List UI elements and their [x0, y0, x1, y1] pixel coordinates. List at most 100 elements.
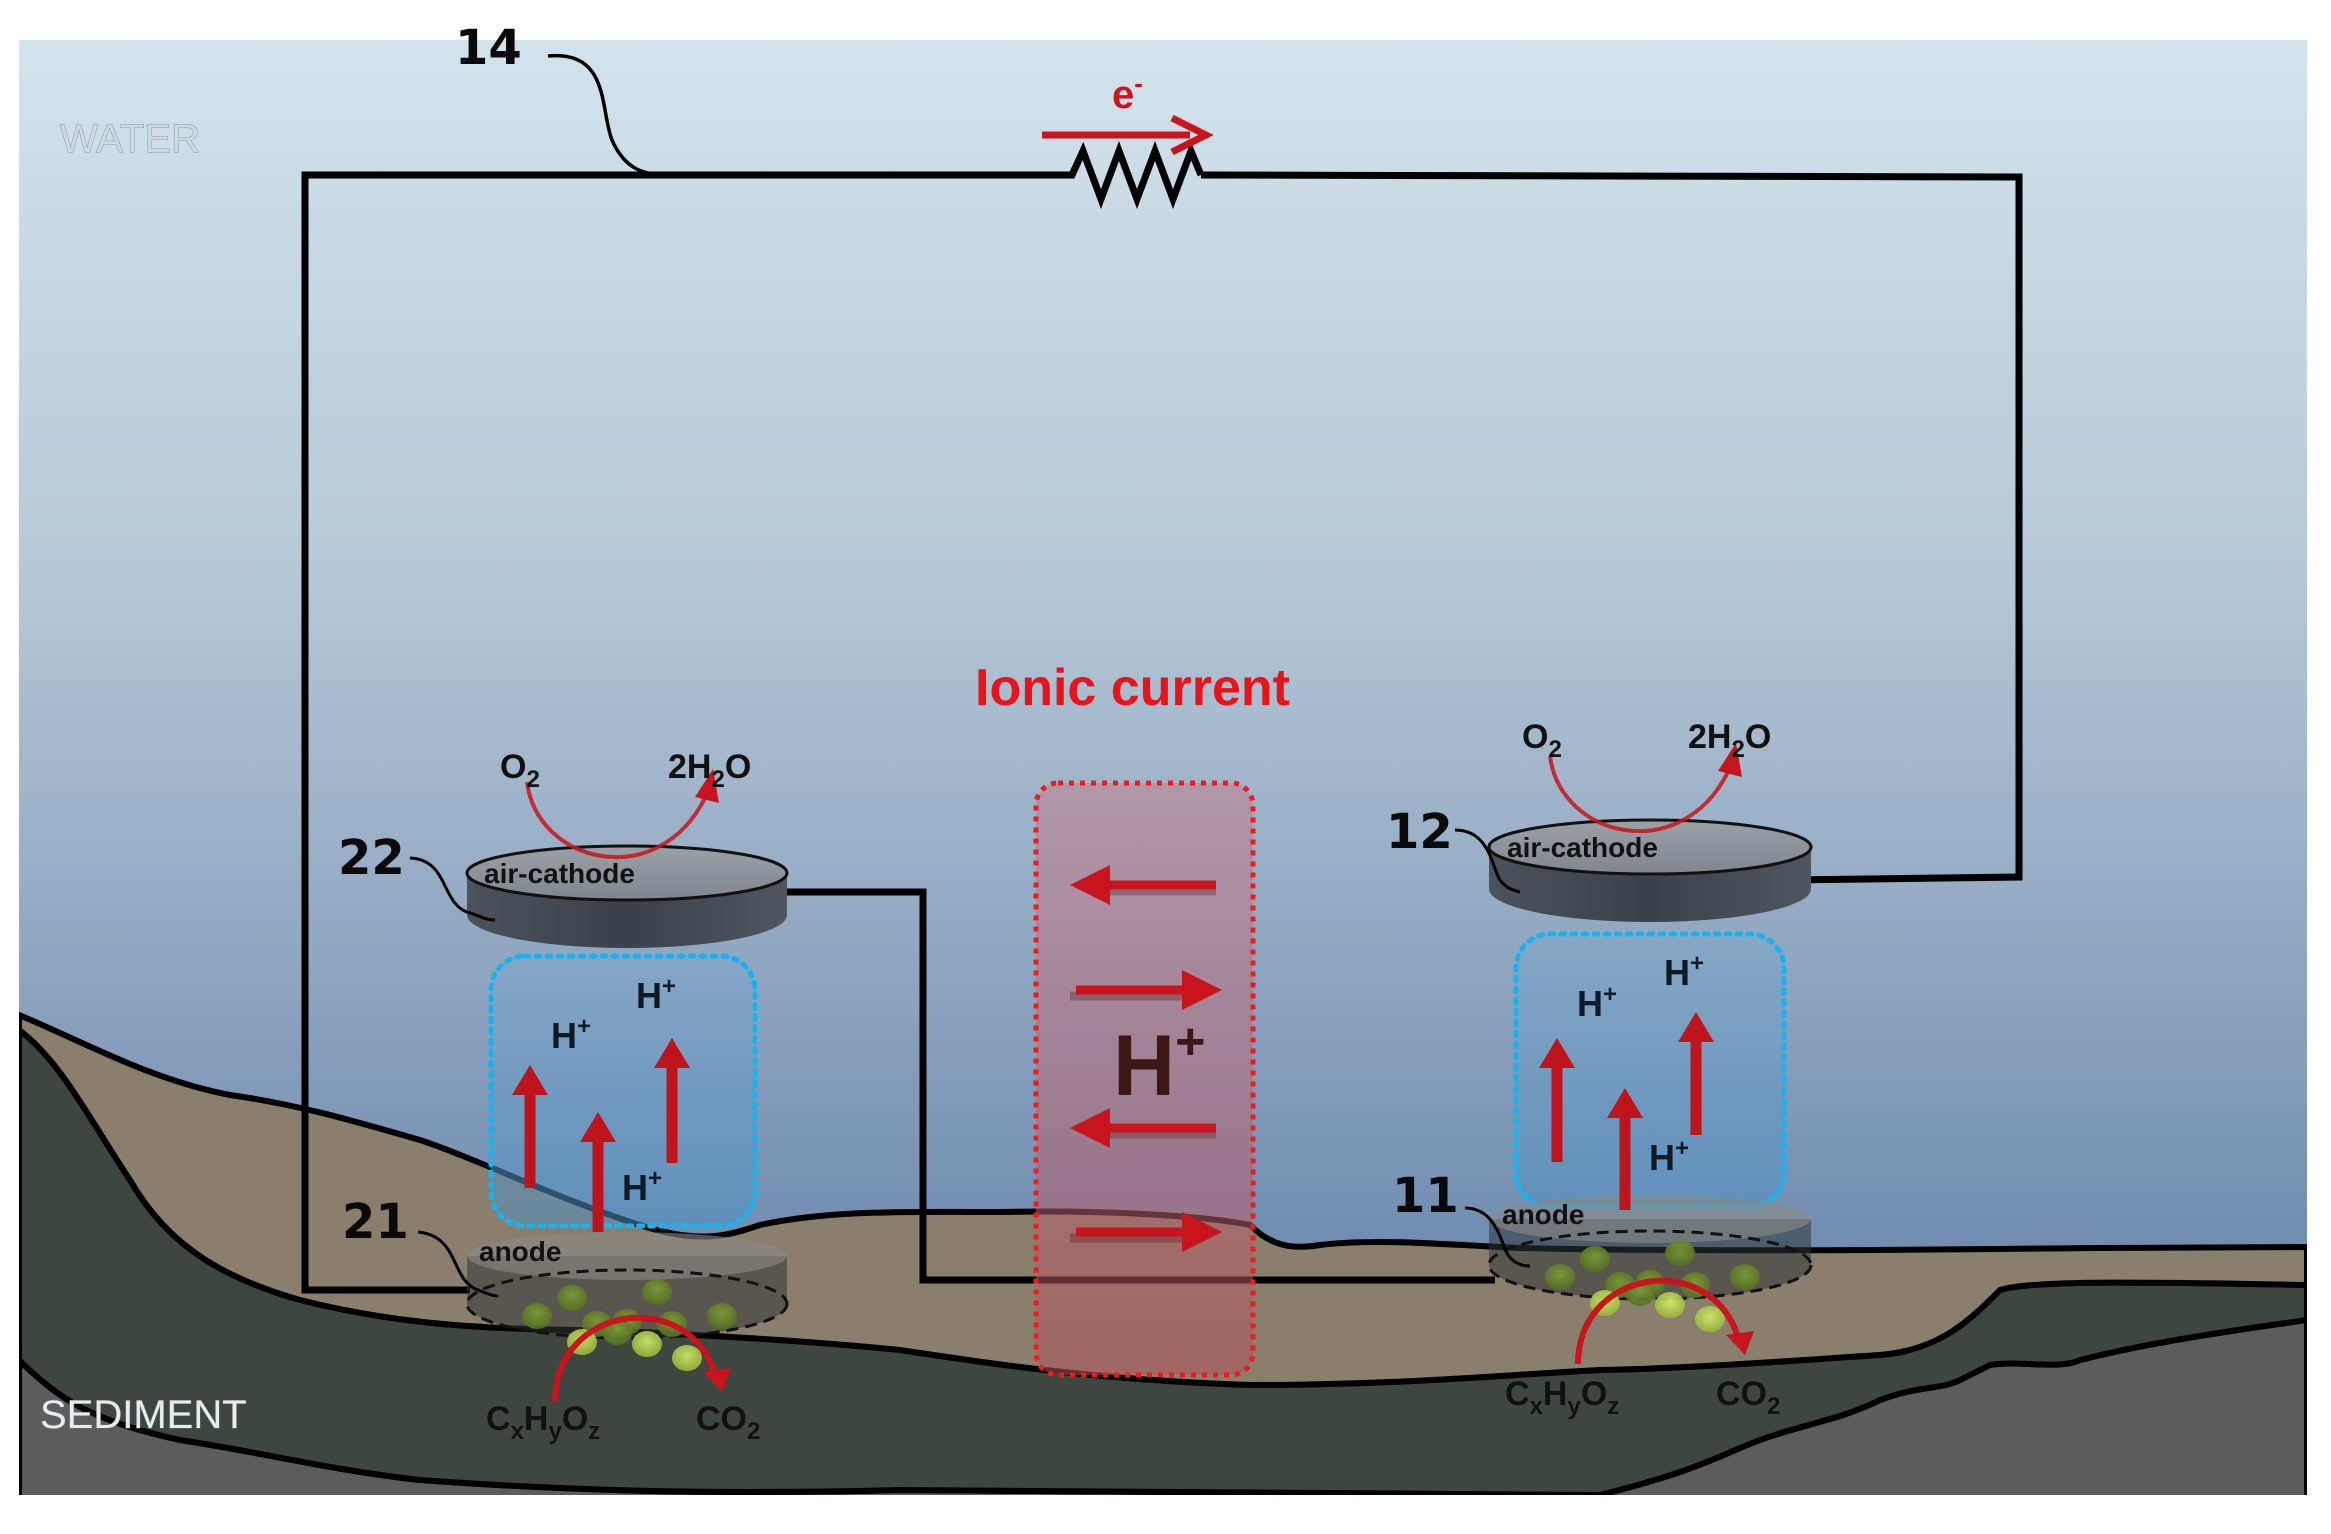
arrow-up-icon — [1607, 1088, 1643, 1118]
resistor-icon — [1058, 141, 1205, 209]
arrow-up-icon — [1539, 1038, 1575, 1068]
cathode-label: air-cathode — [484, 858, 635, 889]
ionic-proton-label: H+ — [1113, 1013, 1205, 1114]
cathode-reference-label: 12 — [1386, 804, 1453, 860]
co2-product-label: CO2 — [1716, 1375, 1780, 1420]
proton-exchange-region — [488, 953, 758, 1229]
bacterium — [642, 1279, 672, 1305]
bacterium — [1655, 1292, 1685, 1318]
cathode-reaction-arrow — [525, 781, 707, 860]
proton-flow-arrow — [1539, 1038, 1575, 1162]
arrow-up-icon — [1678, 1012, 1714, 1042]
anode-label: anode — [479, 1236, 561, 1267]
anode-reference-leader — [1464, 1206, 1531, 1268]
water-product-label: 2H2O — [1688, 718, 1771, 763]
proton-label: H+ — [1664, 950, 1704, 993]
arrowhead-icon — [695, 769, 719, 803]
proton-region-box — [488, 953, 758, 1229]
anode-bottom-outline — [1487, 1229, 1813, 1301]
external-wire-right — [1200, 171, 2023, 884]
bacteria-cluster — [522, 1279, 737, 1371]
cathode-reference-label: 22 — [338, 830, 405, 886]
bacterium — [1580, 1246, 1610, 1272]
ionic-arrow-left — [1070, 865, 1216, 905]
water-product-label: 2H2O — [668, 748, 751, 793]
anode-label: anode — [1502, 1199, 1584, 1230]
oxygen-label: O2 — [500, 748, 540, 793]
cathode-reference-leader — [409, 856, 496, 922]
oxygen-label: O2 — [1522, 718, 1562, 763]
wire-reference-leader — [547, 53, 669, 177]
arrowhead-icon — [1718, 743, 1742, 777]
cathode-reaction: O2 2H2O — [500, 748, 751, 860]
cathode-reaction: O2 2H2O — [1522, 718, 1771, 834]
electron-label: e- — [1112, 68, 1143, 117]
arrowhead-icon — [703, 1368, 731, 1392]
ionic-arrow-right — [1070, 1212, 1222, 1252]
bacterium — [557, 1285, 587, 1311]
bacterium — [1695, 1306, 1725, 1332]
arrow-up-icon — [580, 1112, 616, 1142]
anode-reaction-arrow — [552, 1314, 718, 1402]
bacterium — [522, 1303, 552, 1329]
proton-label: H+ — [636, 973, 676, 1016]
arrow-left-icon — [1070, 1108, 1110, 1148]
arrowhead-icon — [1726, 1331, 1754, 1355]
cathode-top — [1487, 818, 1813, 876]
substrate-label: CxHyOz — [1505, 1375, 1619, 1420]
anode-bottom-outline — [465, 1268, 789, 1340]
external-wire-left — [301, 171, 1058, 1294]
proton-flow-arrow — [512, 1065, 548, 1188]
bacterium — [672, 1345, 702, 1371]
anode-top — [467, 1232, 787, 1280]
anode-reference-label: 21 — [342, 1194, 409, 1250]
bacterium — [1545, 1264, 1575, 1290]
proton-label: H+ — [1577, 981, 1617, 1024]
arrow-left-icon — [1070, 865, 1110, 905]
air-cathode-electrode: air-cathode — [465, 844, 789, 948]
proton-label: H+ — [551, 1013, 591, 1056]
proton-region-box — [1513, 931, 1787, 1210]
ionic-arrow-right — [1070, 970, 1222, 1010]
cathode-reference-leader — [1454, 828, 1521, 894]
proton-label: H+ — [1649, 1135, 1689, 1178]
arrow-up-icon — [654, 1038, 690, 1068]
air-cathode-electrode: air-cathode — [1487, 818, 1813, 922]
proton-exchange-region — [1513, 931, 1787, 1210]
anode-reaction-arrow — [1575, 1277, 1741, 1365]
ionic-arrows — [1070, 865, 1222, 1252]
arrow-up-icon — [512, 1065, 548, 1095]
anode-reaction: CxHyOz CO2 — [1505, 1277, 1780, 1420]
cathode-reaction-arrow — [1548, 755, 1730, 834]
bacterium — [1665, 1240, 1695, 1266]
anode-top — [1489, 1195, 1811, 1243]
co2-product-label: CO2 — [696, 1400, 760, 1445]
ionic-current-box: H+ — [1033, 780, 1256, 1378]
anode-reference-label: 11 — [1392, 1168, 1459, 1224]
water-zone-label: WATER — [60, 117, 200, 161]
electron-flow: e- — [1042, 68, 1214, 156]
proton-label: H+ — [622, 1165, 662, 1208]
arrow-right-icon — [1182, 970, 1222, 1010]
proton-flow-arrow — [1607, 1088, 1643, 1210]
wire-reference-label: 14 — [455, 20, 522, 76]
cathode-label: air-cathode — [1507, 832, 1658, 863]
anode-reference-leader — [417, 1230, 499, 1298]
cathode-top — [465, 844, 789, 902]
bacterium — [707, 1303, 737, 1329]
ionic-arrow-left — [1070, 1108, 1216, 1148]
bacterium — [1730, 1264, 1760, 1290]
proton-flow-arrow — [580, 1112, 616, 1232]
bacterium — [632, 1331, 662, 1357]
arrow-right-icon — [1182, 1212, 1222, 1252]
ionic-current-title: Ionic current — [975, 659, 1290, 717]
electron-arrowhead-icon — [1170, 114, 1214, 156]
sediment-zone-label: SEDIMENT — [40, 1393, 247, 1437]
proton-flow-arrow — [654, 1038, 690, 1163]
